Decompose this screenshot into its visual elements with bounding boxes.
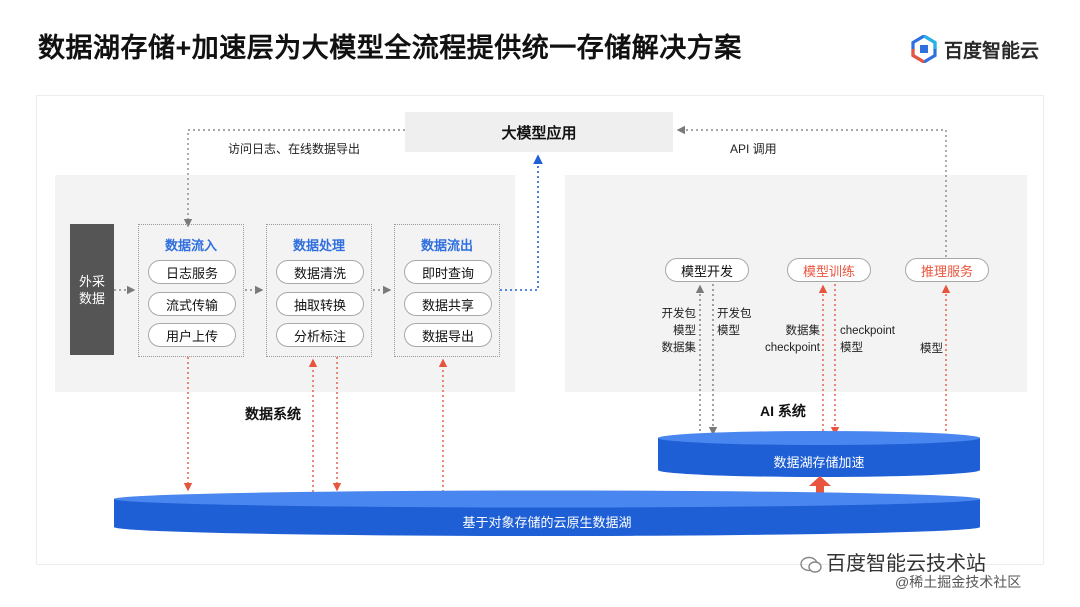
external-data-line1: 外采 xyxy=(78,273,105,289)
external-data-line2: 数据 xyxy=(78,290,105,306)
flow-label: 数据集 xyxy=(661,342,697,354)
flow-label: checkpoint xyxy=(765,342,820,354)
watermark-line1: 百度智能云技术站 xyxy=(826,553,986,575)
flow-label: 模型 xyxy=(717,325,740,337)
data-inflow-group: 数据流入 日志服务 流式传输 用户上传 xyxy=(138,224,244,357)
item-instant-query: 即时查询 xyxy=(404,260,492,284)
item-data-sharing: 数据共享 xyxy=(404,292,492,316)
wechat-icon xyxy=(800,556,822,574)
log-export-label: 访问日志、在线数据导出 xyxy=(228,142,361,156)
flow-label: 数据集 xyxy=(785,325,821,337)
model-training-node: 模型训练 xyxy=(787,258,871,282)
item-log-service: 日志服务 xyxy=(148,260,236,284)
group-title: 数据处理 xyxy=(292,238,345,253)
ai-system-label: AI 系统 xyxy=(760,403,806,419)
item-stream-transfer: 流式传输 xyxy=(148,292,236,316)
api-call-label: API 调用 xyxy=(730,142,777,156)
flow-label: 开发包 xyxy=(661,308,697,320)
group-title: 数据流出 xyxy=(420,238,473,253)
item-user-upload: 用户上传 xyxy=(148,323,236,347)
flow-label: 开发包 xyxy=(717,308,752,320)
brand-logo: 百度智能云 xyxy=(910,34,1050,64)
external-data-box: 外采 数据 xyxy=(70,224,114,355)
data-outflow-group: 数据流出 即时查询 数据共享 数据导出 xyxy=(394,224,500,357)
group-title: 数据流入 xyxy=(164,238,217,253)
flow-label: 模型 xyxy=(840,342,863,354)
train-up-labels: 数据集 checkpoint xyxy=(752,323,820,357)
train-down-labels: checkpoint 模型 xyxy=(840,323,895,357)
data-system-label: 数据系统 xyxy=(245,406,301,422)
infer-labels: 模型 xyxy=(920,341,943,358)
model-dev-node: 模型开发 xyxy=(665,258,749,282)
watermark-secondary: @稀土掘金技术社区 xyxy=(895,574,1022,590)
flow-label: 模型 xyxy=(920,343,943,355)
dev-up-labels: 开发包 模型 数据集 xyxy=(660,306,697,357)
item-analyze-label: 分析标注 xyxy=(276,323,364,347)
llm-application-box: 大模型应用 xyxy=(405,112,673,152)
ai-system-panel xyxy=(565,175,1027,392)
data-lake-label: 基于对象存储的云原生数据湖 xyxy=(462,514,632,530)
watermark-primary: 百度智能云技术站 xyxy=(800,547,986,576)
data-processing-group: 数据处理 数据清洗 抽取转换 分析标注 xyxy=(266,224,372,357)
inference-service-node: 推理服务 xyxy=(905,258,989,282)
diagram-frame xyxy=(36,95,1044,565)
accel-layer-label: 数据湖存储加速 xyxy=(773,454,865,470)
data-lake-cylinder xyxy=(114,490,980,536)
item-data-export: 数据导出 xyxy=(404,323,492,347)
flow-label: checkpoint xyxy=(840,325,895,337)
accel-layer-cylinder xyxy=(658,431,980,477)
page-title: 数据湖存储+加速层为大模型全流程提供统一存储解决方案 xyxy=(38,33,742,63)
flow-label: 模型 xyxy=(673,325,696,337)
baidu-cloud-logo-icon xyxy=(911,35,937,63)
item-extract-transform: 抽取转换 xyxy=(276,292,364,316)
dev-down-labels: 开发包 模型 xyxy=(717,306,752,340)
item-data-cleaning: 数据清洗 xyxy=(276,260,364,284)
logo-text: 百度智能云 xyxy=(944,41,1040,62)
